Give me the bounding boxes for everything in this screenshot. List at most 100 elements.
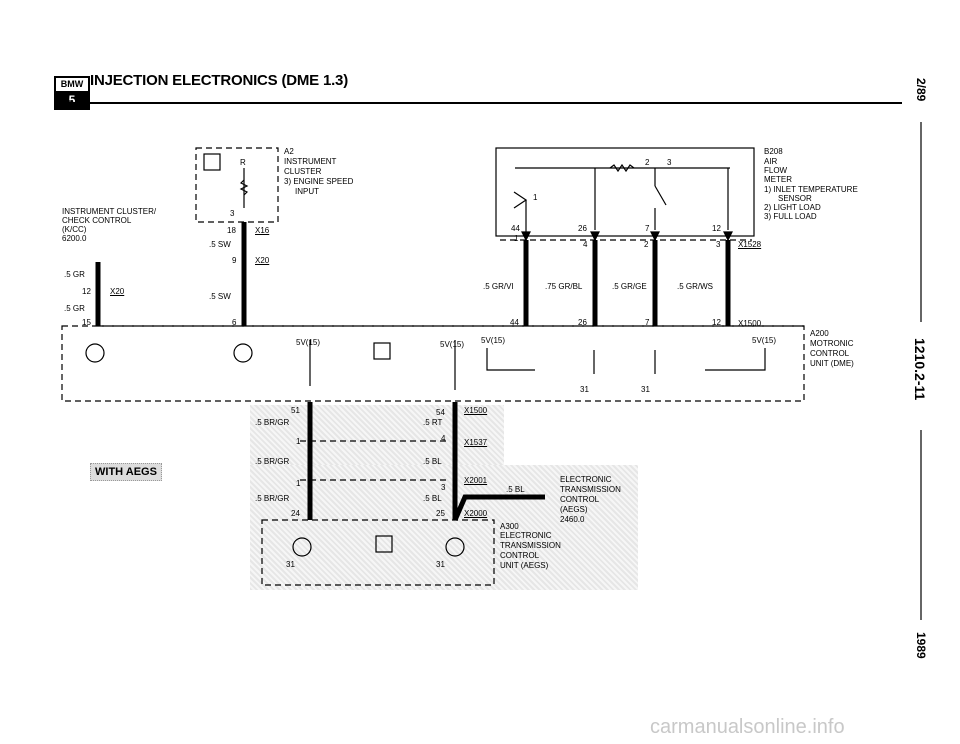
aegs-tx-line4: (AEGS)	[560, 505, 588, 514]
a300-transistor-right	[445, 537, 465, 557]
b208-line3: METER	[764, 175, 792, 184]
pin-7-b208: 7	[645, 224, 650, 233]
wire-label-sw-2: .5 SW	[209, 292, 231, 301]
a200-code: A200	[810, 329, 829, 338]
a300-line3: CONTROL	[500, 551, 540, 560]
kcc-line1: INSTRUMENT CLUSTER/	[62, 207, 157, 216]
pin-26-b208: 26	[578, 224, 587, 233]
a2-line3: 3) ENGINE SPEED	[284, 177, 354, 186]
b208-switch-blade	[654, 185, 667, 206]
a300-line4: UNIT (AEGS)	[500, 561, 549, 570]
x1528-pin2-terminal	[650, 231, 660, 242]
wire-label-bl-1: .5 BL	[423, 457, 442, 466]
connector-x1537: X1537	[464, 438, 488, 447]
pin-4-x1537: 4	[441, 434, 446, 443]
a2-line4: INPUT	[295, 187, 319, 196]
connector-x1500-top: X1500	[738, 319, 762, 328]
dme-pin44-circuit	[486, 348, 535, 371]
voltage-5v-1: 5V(15)	[296, 338, 321, 347]
pin-24: 24	[291, 509, 300, 518]
b208-line6: 2) LIGHT LOAD	[764, 203, 821, 212]
pin-7-dme: 7	[645, 318, 650, 327]
pin-r: R	[240, 158, 246, 167]
b208-temp-sensor-symbol	[513, 191, 528, 209]
watermark: carmanualsonline.info	[650, 716, 845, 738]
connector-x20-left: X20	[110, 287, 125, 296]
a300-transistor-left	[292, 537, 312, 557]
pin-25: 25	[436, 509, 445, 518]
connector-x1528: X1528	[738, 240, 762, 249]
wire-label-gr-ws: .5 GR/WS	[677, 282, 714, 291]
b208-line7: 3) FULL LOAD	[764, 212, 817, 221]
voltage-5v-2: 5V(15)	[440, 340, 465, 349]
a200-line1: MOTRONIC	[810, 339, 854, 348]
kcc-line3: (K/CC)	[62, 225, 87, 234]
aegs-shaded-area-lower	[250, 465, 638, 590]
b208-line5: SENSOR	[778, 194, 812, 203]
b208-line1: AIR	[764, 157, 778, 166]
a2-line1: INSTRUMENT	[284, 157, 337, 166]
x1528-pin3-terminal	[723, 231, 733, 242]
pin-26-dme: 26	[578, 318, 587, 327]
wire-label-gr-ge: .5 GR/GE	[612, 282, 647, 291]
header-rule	[54, 102, 902, 104]
pin-4-x1528: 4	[583, 240, 588, 249]
side-year: 1989	[914, 632, 928, 659]
voltage-5v-3: 5V(15)	[481, 336, 506, 345]
pin-12: 12	[82, 287, 91, 296]
kcc-line2: CHECK CONTROL	[62, 216, 132, 225]
kcc-transistor-symbol	[85, 343, 105, 363]
b208-air-flow-meter-box	[495, 147, 755, 237]
pin-12-b208: 12	[712, 224, 721, 233]
b208-internal-2: 2	[645, 158, 650, 167]
pin-12-dme: 12	[712, 318, 721, 327]
aegs-tx-number: 2460.0	[560, 515, 585, 524]
pin-44-b208: 44	[511, 224, 520, 233]
kcc-number: 6200.0	[62, 234, 87, 243]
wire-label-br-gr-3: .5 BR/GR	[255, 494, 290, 503]
a200-line2: CONTROL	[810, 349, 850, 358]
pin-9: 9	[232, 256, 237, 265]
wire-label-br-gr-2: .5 BR/GR	[255, 457, 290, 466]
aegs-tx-line1: ELECTRONIC	[560, 475, 612, 484]
with-aegs-badge: WITH AEGS	[90, 463, 162, 481]
pin-3-x1528: 3	[716, 240, 721, 249]
b208-line4: 1) INLET TEMPERATURE	[764, 185, 858, 194]
connector-x2001: X2001	[464, 476, 488, 485]
wire-label-gr-bl: .75 GR/BL	[545, 282, 583, 291]
logo-brand: BMW	[56, 78, 88, 93]
wire-label-br-gr-1: .5 BR/GR	[255, 418, 290, 427]
x1528-pin1-terminal	[521, 231, 531, 242]
b208-line2: FLOW	[764, 166, 788, 175]
ground-31-aegs-b: 31	[436, 560, 445, 569]
a300-line1: ELECTRONIC	[500, 531, 552, 540]
wire-label-bl-3: .5 BL	[506, 485, 525, 494]
pin-1-x1537: 1	[296, 437, 301, 446]
pin-44-dme: 44	[510, 318, 519, 327]
pin-1-x2001: 1	[296, 479, 301, 488]
pin-3: 3	[230, 209, 235, 218]
b208-internal-3: 3	[667, 158, 672, 167]
wire-label-gr-2: .5 GR	[64, 304, 85, 313]
pin-2-x1528: 2	[644, 240, 649, 249]
dme-pin12-circuit	[705, 348, 766, 371]
a2-line2: CLUSTER	[284, 167, 322, 176]
x1528-pin4-terminal	[590, 231, 600, 242]
a2-code: A2	[284, 147, 294, 156]
logo-series: 5	[56, 93, 88, 108]
a300-line2: TRANSMISSION	[500, 541, 561, 550]
a2-resistor-symbol	[239, 179, 249, 196]
b208-code: B208	[764, 147, 783, 156]
a200-motronic-box	[61, 325, 805, 402]
ground-31-aegs-a: 31	[286, 560, 295, 569]
b208-resistor-symbol	[609, 163, 635, 173]
wire-label-sw-1: .5 SW	[209, 240, 231, 249]
a300-aegs-control-box	[261, 519, 495, 586]
wire-label-rt: .5 RT	[423, 418, 443, 427]
a300-chip-symbol	[375, 535, 393, 553]
bmw-5-logo: BMW 5	[54, 76, 90, 110]
a2-gauge-symbol	[203, 153, 221, 171]
connector-x1500-aegs: X1500	[464, 406, 488, 415]
